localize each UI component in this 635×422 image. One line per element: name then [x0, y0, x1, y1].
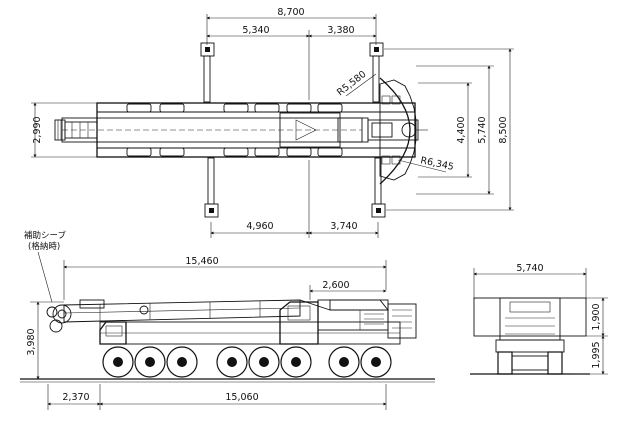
wheel-hub [371, 357, 381, 367]
dim-2990: 2,990 [32, 116, 43, 143]
carrier-top [54, 102, 428, 158]
dim-3380: 3,380 [327, 25, 354, 36]
dim-3740: 3,740 [330, 221, 357, 232]
dim-15060: 15,060 [225, 392, 258, 403]
top-view: 8,700 5,340 3,380 [31, 7, 514, 238]
carrier-side [99, 299, 417, 345]
dim-1995: 1,995 [591, 341, 602, 368]
aux-sheave-note-2: (格納時) [28, 241, 60, 252]
dim-5740-top: 5,740 [477, 116, 488, 143]
wheel-hub [259, 357, 269, 367]
wheels-side [102, 346, 392, 378]
rear-view: 5,740 1,900 1,995 [470, 263, 608, 375]
dim-1900: 1,900 [591, 303, 602, 330]
wheel-hub [291, 357, 301, 367]
wheel-hub [145, 357, 155, 367]
boom-side [46, 299, 301, 333]
dim-3980: 3,980 [26, 328, 37, 355]
dim-5340: 5,340 [242, 25, 269, 36]
dim-r6345: R6,345 [419, 155, 454, 173]
dim-8700: 8,700 [277, 7, 304, 18]
wheel-hub [227, 357, 237, 367]
wheel-hub [339, 357, 349, 367]
dim-5740-rear: 5,740 [516, 263, 543, 274]
dim-8500: 8,500 [498, 116, 509, 143]
counterweight-arc [345, 73, 447, 185]
dim-15460: 15,460 [185, 256, 218, 267]
aux-sheave-note-1: 補助シーブ [24, 230, 66, 241]
side-view: 補助シーブ (格納時) 15,460 2,600 [20, 230, 435, 410]
outrigger-pads [200, 42, 386, 218]
dim-2370: 2,370 [62, 392, 89, 403]
dim-r5580: R5,580 [335, 69, 368, 98]
dim-4960: 4,960 [246, 221, 273, 232]
wheel-hub [113, 357, 123, 367]
wheel-hub [177, 357, 187, 367]
dim-4400: 4,400 [456, 116, 467, 143]
dim-2600: 2,600 [322, 280, 349, 291]
